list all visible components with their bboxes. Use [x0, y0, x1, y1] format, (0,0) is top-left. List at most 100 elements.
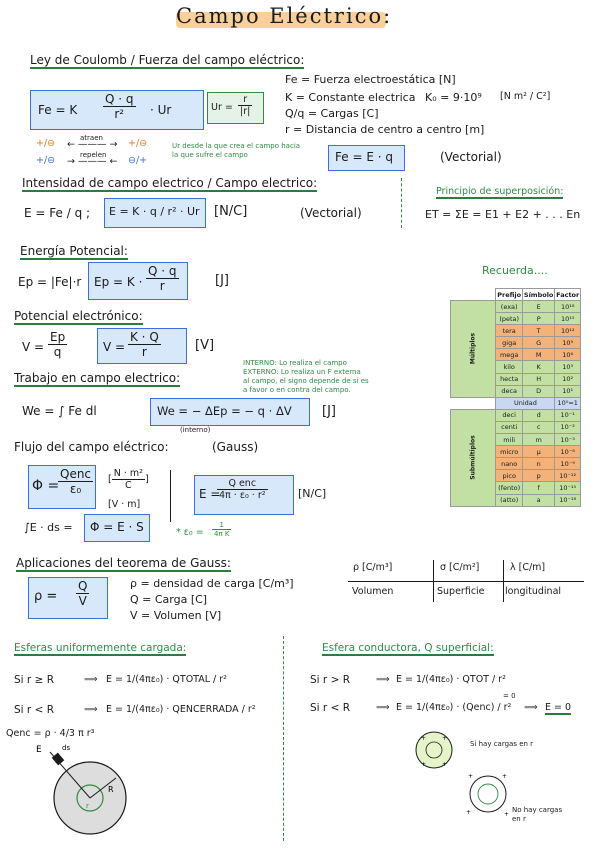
prefix-cell: (exa) [495, 299, 523, 314]
factor-cell: 10⁻⁶ [554, 445, 581, 459]
conductor-diagram-yes: + + + + [415, 731, 453, 769]
coulomb-formula-den: r² [114, 107, 125, 121]
unit-vector-den: |r| [240, 106, 251, 117]
prefix-cell: tera [495, 324, 523, 338]
symbol-cell: M [521, 348, 556, 362]
flux-formula-box [28, 465, 96, 509]
density-header-sigma: σ [C/m²] [440, 562, 480, 573]
attract-label: atraen [80, 134, 103, 142]
prefix-cell: micro [495, 445, 523, 459]
repel-arrow: → ——— ← [67, 156, 118, 167]
pair-left-2: +/⊖ [36, 155, 56, 166]
flux-formula-den: ε₀ [69, 482, 82, 496]
sphere-conductor-result: E = 0 [545, 702, 572, 715]
potential-formula-a-den: q [53, 345, 62, 359]
sphere-label-e: E [36, 745, 42, 755]
conductor-yes-inner [425, 741, 443, 759]
symbol-cell: E [521, 299, 556, 314]
sphere-uniform-case2-formula: E = 1/(4πε₀) · QENCERRADA / r² [106, 704, 256, 715]
symbol-cell: a [521, 493, 556, 507]
factor-cell: 10⁻¹² [554, 469, 581, 483]
symbol-cell: H [521, 372, 556, 386]
coulomb-formula-right: · Ur [150, 103, 172, 117]
page-title: Campo Eléctrico: [176, 4, 393, 28]
pair-right-2: ⊖/+ [128, 155, 148, 166]
conductor-yes-outer [415, 731, 453, 769]
eps-note-den: 4π K [214, 530, 230, 538]
prefix-cell: pico [495, 469, 523, 483]
prefix-cell: nano [495, 457, 523, 471]
def-r: r = Distancia de centro a centro [m] [285, 123, 485, 136]
field-lhs: E = [199, 487, 221, 501]
gauss-def-v: V = Volumen [V] [130, 609, 222, 622]
work-note-4: a favor o en contra del campo. [243, 386, 351, 394]
sphere-uniform-case2-cond: Si r < R [14, 704, 55, 716]
def-q: Q/q = Cargas [C] [285, 107, 379, 120]
unit-row-label: Unidad [495, 396, 556, 410]
energy-formula-box [88, 262, 188, 300]
flux-heading: Flujo del campo eléctrico: [14, 440, 169, 454]
density-label-surface: Superficie [437, 586, 485, 597]
conductor-no-gauss [477, 783, 499, 805]
prefix-cell: deca [495, 384, 523, 398]
energy-formula-b-num: Q · q [146, 264, 179, 279]
attract-arrow: ← ——— → [67, 139, 118, 150]
coulomb-heading: Ley de Coulomb / Fuerza del campo eléctr… [30, 53, 305, 69]
potential-formula-box [97, 328, 187, 364]
work-formula-b: We = − ΔEp = − q · ΔV [157, 404, 292, 418]
conductor-diagram-no: + + + + [466, 773, 509, 818]
work-formula-a: We = ∫ Fe dl [22, 404, 97, 418]
charge-plus-1: + [421, 735, 426, 742]
work-sub-note: (interno) [180, 426, 211, 434]
charge-plus-4: + [442, 761, 447, 768]
sphere-uniform-arrow2: ⟹ [84, 704, 98, 715]
work-formula-box [150, 398, 310, 426]
intensity-formula-a: E = Fe / q ; [24, 206, 91, 220]
symbol-cell: D [521, 384, 556, 398]
prefix-cell: (atto) [495, 493, 523, 507]
energy-formula-a: Ep = |Fe|·r [18, 275, 82, 289]
unit-row-factor: 10⁰=1 [554, 396, 581, 410]
factor-cell: 10⁹ [554, 336, 581, 350]
sphere-conductor-arrow3: ⟹ [524, 702, 538, 713]
sphere-conductor-arrow2: ⟹ [376, 702, 390, 713]
factor-cell: 10¹² [554, 324, 581, 338]
gauss-def-q: Q = Carga [C] [130, 593, 208, 606]
superposition-divider [401, 178, 402, 228]
sphere-conductor-heading: Esfera conductora, Q superficial: [322, 642, 494, 656]
prefix-cell: (peta) [495, 312, 523, 326]
factor-cell: 10⁻² [554, 420, 581, 435]
charge-plus-6: + [502, 773, 507, 780]
density-header-lambda: λ [C/m] [510, 562, 546, 573]
eps-note-lhs: * ε₀ = [176, 527, 204, 538]
title-highlight [176, 12, 386, 28]
prefix-cell: giga [495, 336, 523, 350]
prefix-cell: mili [495, 433, 523, 447]
prefix-cell: hecta [495, 372, 523, 386]
unit-vector-box [207, 92, 264, 124]
sphere-conductor-case1-formula: E = 1/(4πε₀) · QTOT / r² [396, 674, 506, 685]
sphere-uniform-heading: Esferas uniformemente cargada: [14, 642, 187, 656]
symbol-cell: P [521, 312, 556, 326]
sphere-conductor-arrow1: ⟹ [376, 674, 390, 685]
prefix-header: Prefijo [495, 288, 523, 301]
density-col-sep-1 [433, 560, 434, 602]
factor-cell: 10¹⁸ [554, 299, 581, 314]
factor-cell: 10¹⁵ [554, 312, 581, 326]
conductor-note-no: No hay cargas en r [512, 806, 563, 823]
field-num: Q enc [217, 478, 268, 490]
density-rule [348, 581, 584, 582]
sphere-uniform-diagram: E ds R r [36, 744, 127, 835]
unit-vector-num: r [238, 94, 253, 106]
def-k0: K₀ = 9·10⁹ [425, 91, 482, 104]
factor-cell: 10⁻¹⁵ [554, 481, 581, 495]
submultiples-label: Submúltiplos [469, 435, 477, 480]
work-note-2: EXTERNO: Lo realiza un F externa [243, 368, 361, 376]
symbol-cell: G [521, 336, 556, 350]
intensity-heading: Intensidad de campo electrico / Campo el… [22, 176, 318, 192]
sphere-conductor-case1-cond: Si r > R [310, 674, 351, 686]
sphere-radius-line [89, 777, 117, 799]
superposition-heading: Principio de superposición: [436, 186, 564, 199]
gauss-def-rho: ρ = densidad de carga [C/m³] [130, 577, 294, 590]
